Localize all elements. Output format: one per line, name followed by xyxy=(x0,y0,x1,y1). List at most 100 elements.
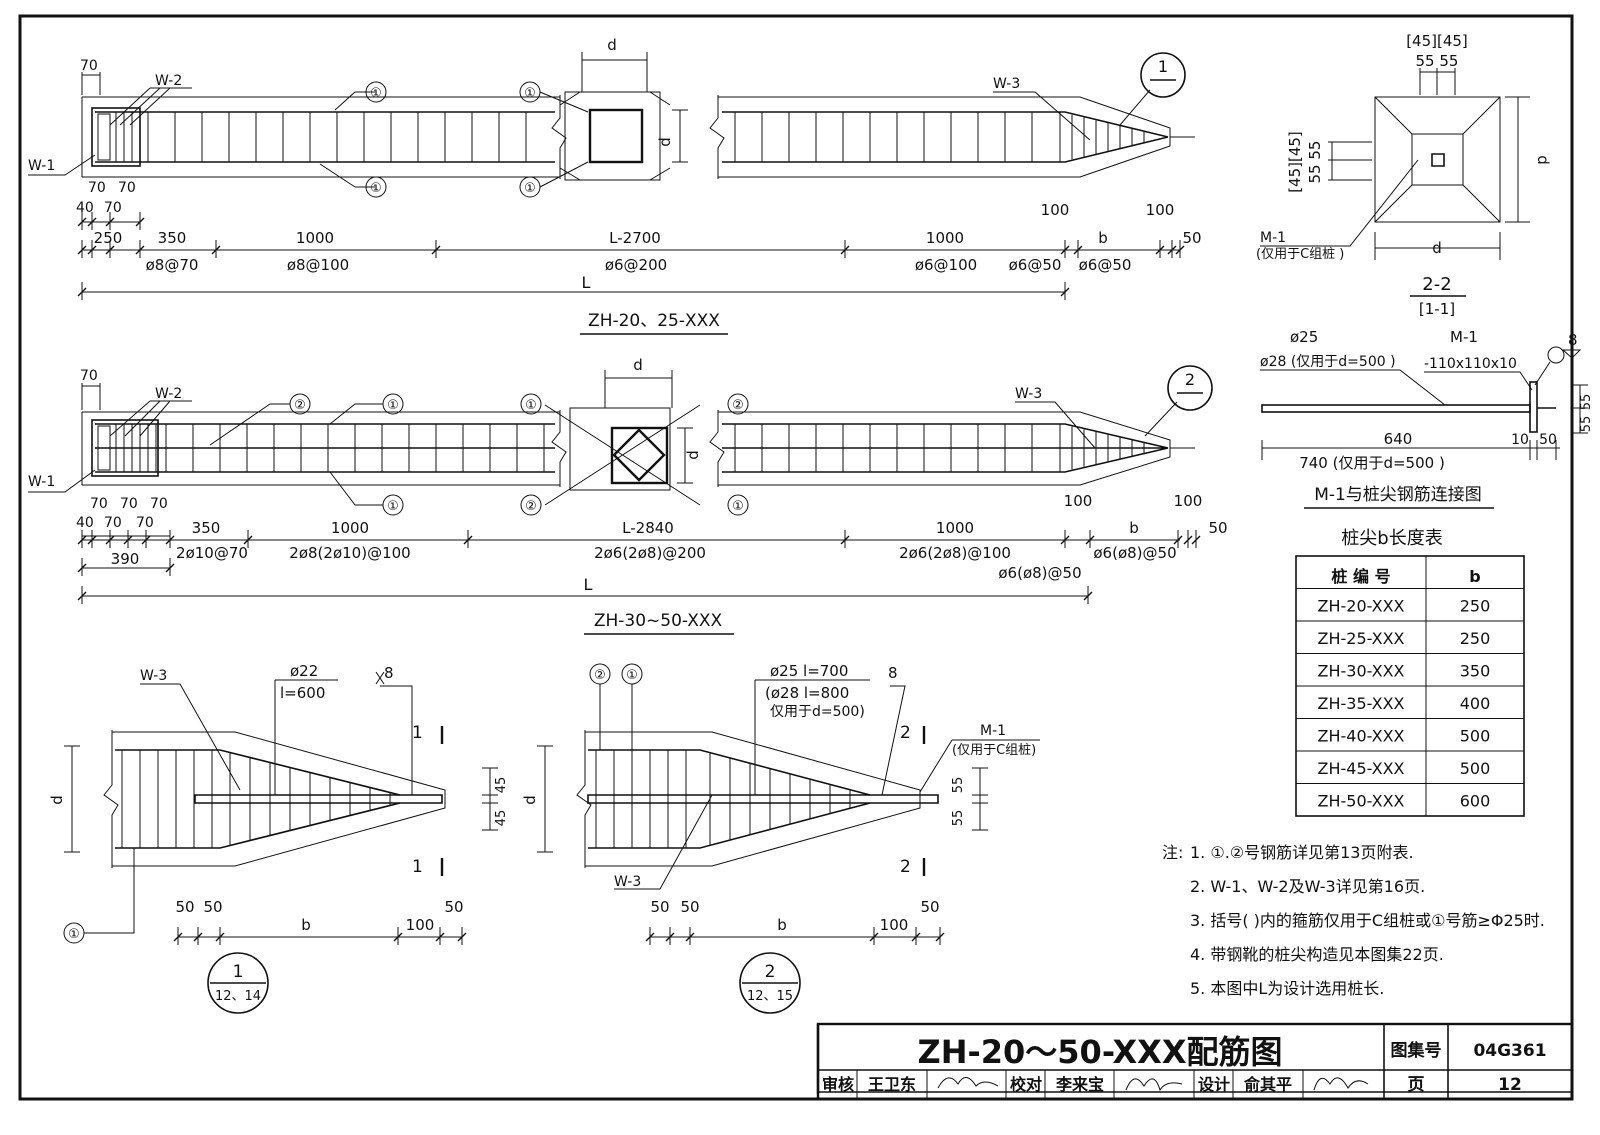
d1-dim-3: 100 xyxy=(406,916,435,934)
e2-total-length: L xyxy=(584,575,593,594)
m1-bar-alt-label: ø28 (仅用于d=500 ) xyxy=(1260,354,1396,370)
e2-sec-label-1-bottom: ① xyxy=(732,499,744,514)
d2-bar-spec-2: (ø28 l=800 xyxy=(765,684,849,702)
e1-dim-3: L-2700 xyxy=(609,229,661,247)
d1-dim-2: b xyxy=(301,916,311,934)
e2-sec-label-1-top: ① xyxy=(525,398,537,413)
e2-title: ZH-30~50-XXX xyxy=(594,611,723,631)
note-1: 1. ①.②号钢筋详见第13页附表. xyxy=(1190,843,1414,862)
d2-dim-0: 50 xyxy=(650,898,669,916)
m1-bar-label: ø25 xyxy=(1290,328,1318,346)
e2-spacing-1: 2ø8(2ø10)@100 xyxy=(289,544,410,562)
e1-spacing-4: ø6@50 xyxy=(1009,256,1062,274)
e1-dim-4: 1000 xyxy=(926,229,964,247)
e2-spacing-3: 2ø6(2ø8)@100 xyxy=(899,544,1011,562)
section-2-2: [45][45] 55 55 [45][45] 55 55 d d M-1 (仅… xyxy=(1256,32,1552,318)
e2-bar1-label-top: ① xyxy=(387,398,399,413)
d1-index-den: 12、14 xyxy=(215,989,261,1004)
e2-w3-label: W-3 xyxy=(1015,386,1042,402)
e2-section-mark-num: 2 xyxy=(1185,370,1195,389)
d1-cut-top: 1 xyxy=(412,723,423,743)
s22-title: 2-2 xyxy=(1422,274,1451,295)
note-4: 4. 带钢靴的桩尖构造见本图集22页. xyxy=(1190,945,1444,964)
d1-d-label: d xyxy=(48,795,66,805)
d2-bar1-label: ① xyxy=(626,668,638,683)
table-cell-pile-id: ZH-40-XXX xyxy=(1318,727,1405,746)
d2-bar-spec-3: 仅用于d=500) xyxy=(770,704,865,720)
e1-w3-label: W-3 xyxy=(993,76,1020,92)
e1-spacing-3: ø6@100 xyxy=(915,256,977,274)
m1-dim-1: 10 xyxy=(1511,432,1529,448)
e1-dim-r2-1: 70 xyxy=(104,200,122,216)
e1-bar1-marker-top xyxy=(365,81,387,103)
d2-index-mark xyxy=(739,952,801,1014)
e1-total-length: L xyxy=(582,273,591,292)
m1-side-0: 55 xyxy=(1579,394,1594,411)
e2-dim-4: 1000 xyxy=(936,519,974,537)
e1-spacing-5: ø6@50 xyxy=(1079,256,1132,274)
e1-spacing-0: ø8@70 xyxy=(146,256,199,274)
d2-side-1: 55 xyxy=(951,810,966,827)
page-label: 页 xyxy=(1408,1075,1425,1095)
d1-bar-label: ø22 xyxy=(290,662,318,680)
d1-bar1-label: ① xyxy=(68,927,80,942)
e2-dim-6: b xyxy=(1129,519,1139,537)
table-cell-b-value: 250 xyxy=(1460,597,1491,616)
e2-w1-label: W-1 xyxy=(28,474,55,490)
checker-signature xyxy=(1125,1078,1183,1092)
d2-dim-4: 50 xyxy=(920,898,939,916)
s22-side-dim-bracket: [45][45] xyxy=(1286,131,1304,193)
review-label: 审核 xyxy=(822,1075,854,1094)
d1-weld: 8 xyxy=(384,664,394,682)
s22-d-bottom: d xyxy=(1432,239,1442,257)
e2-spacing-4: ø6(ø8)@50 xyxy=(998,564,1081,582)
d1-cut-bottom: 1 xyxy=(412,857,423,877)
table-cell-pile-id: ZH-35-XXX xyxy=(1318,694,1405,713)
e2-dim-5: 100 xyxy=(1064,492,1093,510)
sheet-border xyxy=(18,14,1574,1101)
d1-len-label: l=600 xyxy=(280,684,325,702)
e1-sec-label-bottom: ① xyxy=(524,181,536,196)
e2-dim-0: 390 xyxy=(111,550,140,568)
d2-cut-top: 2 xyxy=(900,723,911,743)
table-header-pile: 桩 编 号 xyxy=(1331,567,1390,586)
e2-section-d-side: d xyxy=(684,450,702,460)
atlas-number: 04G361 xyxy=(1473,1041,1546,1061)
e1-dim-0: 250 xyxy=(94,229,123,247)
e2-dim-1: 350 xyxy=(192,519,221,537)
general-notes: 注: 1. ①.②号钢筋详见第13页附表. 2. W-1、W-2及W-3详见第1… xyxy=(1162,843,1545,998)
e2-sec-marker-2-top xyxy=(727,393,749,415)
m1-weld-circle xyxy=(1547,346,1565,364)
d2-bar2-label: ② xyxy=(594,668,606,683)
d1-side-0: 45 xyxy=(494,777,509,794)
e2-dim-r2-1: 70 xyxy=(104,515,122,531)
m1-plate-spec: -110x110x10 xyxy=(1424,356,1517,372)
table-cell-b-value: 600 xyxy=(1460,792,1491,811)
e1-title: ZH-20、25-XXX xyxy=(588,311,720,331)
e1-dim-5: 100 xyxy=(1041,201,1070,219)
e2-bar1-label-bottom: ① xyxy=(387,499,399,514)
e1-section-d-side: d xyxy=(656,137,674,147)
e1-w2-label: W-2 xyxy=(155,73,182,89)
s22-d-side: d xyxy=(1534,155,1552,165)
table-cell-b-value: 500 xyxy=(1460,727,1491,746)
e1-section-mark xyxy=(1140,52,1186,98)
d2-m1-label: M-1 xyxy=(980,723,1006,739)
table-cell-b-value: 250 xyxy=(1460,629,1491,648)
pile-elevation-1: d d ① ① ① ① 70 W-2 W-1 W-3 1 70 70 40 70 xyxy=(28,36,1202,335)
d1-side-1: 45 xyxy=(494,810,509,827)
s22-top-dim-bracket: [45][45] xyxy=(1406,32,1468,50)
atlas-label: 图集号 xyxy=(1391,1040,1442,1061)
e1-spacing-1: ø8@100 xyxy=(287,256,349,274)
e1-dim-1: 350 xyxy=(158,229,187,247)
designer-signature xyxy=(1313,1077,1369,1091)
e1-dim-r2-0: 40 xyxy=(76,200,94,216)
drawing-title: ZH-20～50-XXX配筋图 xyxy=(917,1033,1282,1071)
check-label: 校对 xyxy=(1010,1075,1042,1094)
d1-w3-label: W-3 xyxy=(140,668,167,684)
e2-dim-r1-0: 70 xyxy=(90,496,108,512)
reviewer-signature xyxy=(937,1077,999,1089)
m1-weld: 8 xyxy=(1568,331,1578,349)
